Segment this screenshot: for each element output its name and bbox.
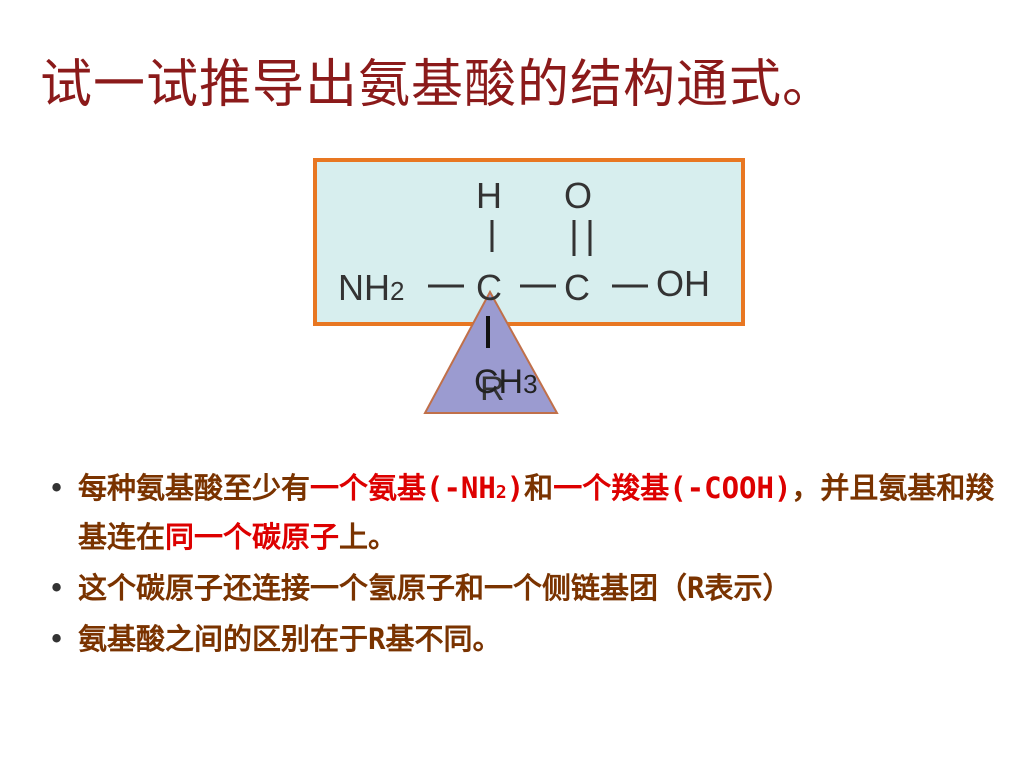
bullet-text: 每种氨基酸至少有: [78, 471, 311, 505]
bullet-dot: •: [48, 571, 66, 605]
hydroxyl-group: OH: [656, 263, 710, 304]
highlight-amino: 一个氨基(-NH2): [310, 471, 525, 505]
bullet-text: 上。: [339, 520, 398, 554]
bullet-dot: •: [48, 622, 66, 656]
methyl-group: CH3: [474, 363, 538, 401]
bullet-text: 这个碳原子还连接一个氢原子和一个侧链基团（R表示）: [78, 571, 792, 605]
hydrogen-top: H: [476, 175, 502, 216]
amino-group: NH2: [338, 267, 404, 308]
bullet-text: 和: [524, 471, 554, 505]
bullet-item: • 氨基酸之间的区别在于R基不同。: [48, 617, 998, 662]
formula-box: [313, 158, 745, 326]
page-title: 试一试推导出氨基酸的结构通式。: [40, 55, 836, 115]
structural-formula: H O NH2 C C OH R CH3: [313, 158, 745, 414]
bullet-text: 氨基酸之间的区别在于R基不同。: [78, 622, 502, 656]
r-group-triangle: [423, 289, 559, 414]
carboxyl-carbon: C: [564, 267, 590, 308]
oxygen-top: O: [564, 175, 592, 216]
bullet-item: • 这个碳原子还连接一个氢原子和一个侧链基团（R表示）: [48, 566, 998, 611]
alpha-carbon: C: [476, 267, 502, 308]
highlight-carbon: 同一个碳原子: [165, 520, 340, 554]
bullet-item: • 每种氨基酸至少有一个氨基(-NH2)和一个羧基(-COOH)，并且氨基和羧基…: [48, 466, 998, 560]
bullet-list: • 每种氨基酸至少有一个氨基(-NH2)和一个羧基(-COOH)，并且氨基和羧基…: [48, 466, 998, 668]
bullet-text: ，并且氨基和羧基连在: [78, 471, 995, 554]
bullet-dot: •: [48, 471, 66, 505]
highlight-carboxyl: 一个羧基(-COOH): [553, 471, 792, 505]
r-label: R: [480, 370, 505, 408]
